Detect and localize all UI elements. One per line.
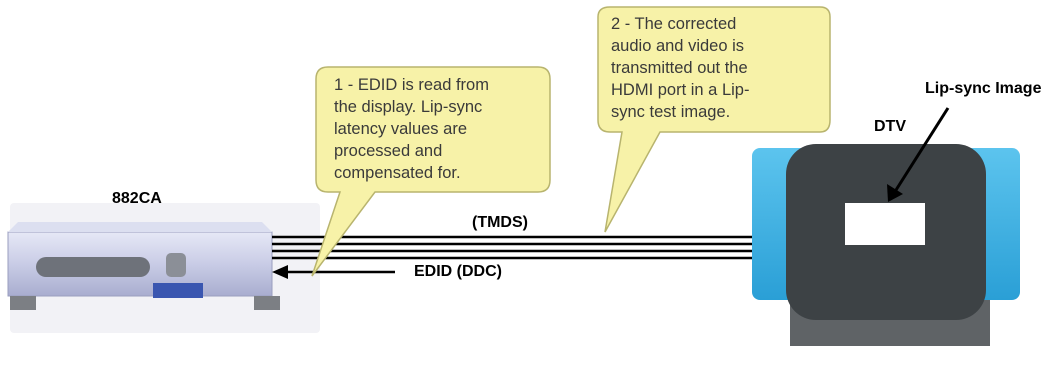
- callout-1-bubble: [311, 66, 551, 277]
- edid-arrow: [272, 265, 395, 279]
- callout-2-bubble: [597, 6, 831, 233]
- callout-2-line: transmitted out the: [611, 59, 748, 77]
- device-dtv-label: DTV: [874, 118, 906, 135]
- callout-1-line: processed and: [334, 142, 443, 160]
- tmds-label: (TMDS): [472, 214, 528, 231]
- callout-2-line: 2 - The corrected: [611, 15, 737, 33]
- tmds-cable: [272, 235, 752, 260]
- callout-1-text: 1 - EDID is read from the display. Lip-s…: [334, 74, 489, 184]
- callout-1-line: the display. Lip-sync: [334, 98, 483, 116]
- edid-ddc-label: EDID (DDC): [414, 263, 502, 280]
- callout-1-line: latency values are: [334, 120, 467, 138]
- device-882ca: [7, 203, 320, 333]
- callout-2-line: HDMI port in a Lip-: [611, 81, 750, 99]
- callout-2-text: 2 - The corrected audio and video is tra…: [611, 13, 749, 123]
- callout-1-line: compensated for.: [334, 164, 461, 182]
- callout-2-line: audio and video is: [611, 37, 745, 55]
- device-882ca-label: 882CA: [112, 190, 162, 207]
- device-dtv: [752, 144, 1020, 346]
- callout-2-line: sync test image.: [611, 103, 731, 121]
- lip-sync-image-label: Lip-sync Image: [925, 80, 1042, 97]
- lip-sync-pointer-arrow: [887, 107, 950, 202]
- callout-1-line: 1 - EDID is read from: [334, 76, 489, 94]
